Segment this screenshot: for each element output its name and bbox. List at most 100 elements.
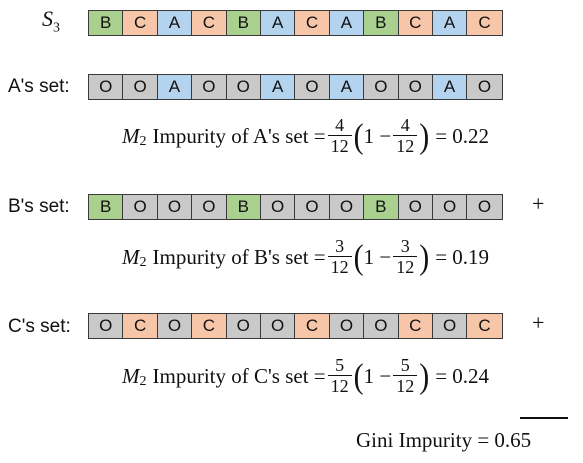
one-minus: 1 − [363, 124, 392, 148]
formula-text: Impurity of B's set = [152, 245, 326, 269]
set-cell: O [329, 314, 365, 338]
fraction-denominator: 12 [327, 135, 352, 156]
formula-result: = 0.22 [435, 124, 490, 148]
set-cell: O [398, 75, 433, 99]
s3-cell: B [89, 11, 124, 35]
set-cell: O [295, 75, 330, 99]
set-cell: O [432, 195, 468, 219]
b-set-label: B's set: [8, 196, 70, 217]
m-subscript: 2 [139, 133, 147, 149]
fraction-numerator: 4 [335, 115, 345, 135]
set-cell: O [226, 75, 261, 99]
fraction-numerator: 3 [335, 236, 345, 256]
set-cell: O [192, 195, 227, 219]
fraction-denominator: 12 [327, 375, 352, 396]
set-cell: O [364, 75, 399, 99]
formula-text: Impurity of C's set = [152, 364, 326, 388]
s3-cell: C [295, 11, 330, 35]
set-cell: A [329, 75, 365, 99]
set-cell: C [467, 314, 502, 338]
set-cell: O [329, 195, 365, 219]
m-symbol: M [122, 124, 140, 148]
s3-cell: A [157, 11, 193, 35]
formula-result: = 0.24 [435, 364, 490, 388]
fraction-denominator: 12 [393, 256, 418, 277]
m-subscript: 2 [139, 254, 147, 270]
fraction-denominator: 12 [393, 375, 418, 396]
set-cell: O [432, 314, 468, 338]
one-minus: 1 − [363, 364, 392, 388]
set-cell: O [89, 314, 124, 338]
set-cell: O [467, 195, 502, 219]
set-cell: O [260, 195, 296, 219]
set-cell: O [123, 195, 158, 219]
set-cell: O [123, 75, 158, 99]
set-cell: O [467, 75, 502, 99]
formula-result: = 0.19 [435, 245, 490, 269]
s3-cell: B [364, 11, 399, 35]
set-cell: B [89, 195, 124, 219]
gini-total-label: Gini Impurity [356, 428, 473, 452]
close-paren: ) [419, 116, 430, 155]
set-cell: O [295, 195, 330, 219]
set-cell: C [398, 314, 433, 338]
m-subscript: 2 [139, 373, 147, 389]
fraction-denominator: 12 [327, 256, 352, 277]
set-cell: O [89, 75, 124, 99]
set-cell: O [398, 195, 433, 219]
set-cell: O [226, 314, 261, 338]
plus-sign: + [532, 310, 545, 335]
plus-sign: + [532, 191, 545, 216]
s3-cell: A [432, 11, 468, 35]
s3-letter: S [42, 6, 53, 31]
set-cell: O [260, 314, 296, 338]
s3-cell: A [329, 11, 365, 35]
open-paren: ( [353, 116, 364, 155]
s3-cell: B [226, 11, 261, 35]
gini-total-result: = 0.65 [477, 428, 532, 452]
set-cell: O [192, 75, 227, 99]
m-symbol: M [122, 364, 140, 388]
s3-cell: A [260, 11, 296, 35]
set-cell: O [157, 314, 193, 338]
a-set-label: A's set: [8, 76, 70, 97]
fraction-denominator: 12 [393, 135, 418, 156]
set-cell: C [123, 314, 158, 338]
close-paren: ) [419, 356, 430, 395]
set-cell: O [157, 195, 193, 219]
s3-subscript: 3 [53, 20, 60, 36]
set-cell: A [260, 75, 296, 99]
m-symbol: M [122, 245, 140, 269]
set-cell: B [364, 195, 399, 219]
fraction-numerator: 4 [400, 115, 410, 135]
open-paren: ( [353, 356, 364, 395]
sum-bar [520, 417, 568, 419]
s3-cell: C [123, 11, 158, 35]
fraction-numerator: 3 [400, 236, 410, 256]
s3-label: S3 [42, 6, 60, 36]
set-cell: B [226, 195, 261, 219]
close-paren: ) [419, 237, 430, 276]
set-cell: O [364, 314, 399, 338]
s3-cell: C [192, 11, 227, 35]
formula-text: Impurity of A's set = [152, 124, 326, 148]
gini-total: Gini Impurity = 0.65 [356, 428, 531, 453]
s3-cell: C [467, 11, 502, 35]
set-cell: C [192, 314, 227, 338]
c-set-label: C's set: [8, 316, 71, 337]
set-cell: A [432, 75, 468, 99]
fraction-numerator: 5 [400, 355, 410, 375]
set-cell: A [157, 75, 193, 99]
